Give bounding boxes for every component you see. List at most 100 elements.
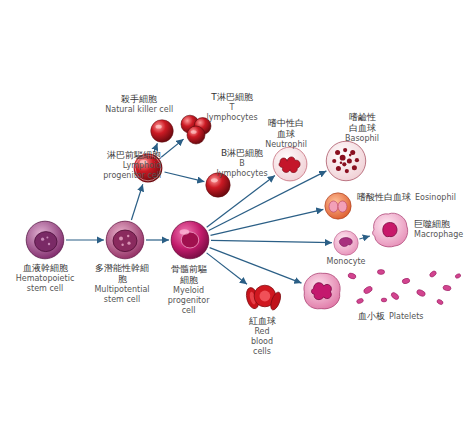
cell-label: 多潛能性幹細胞Multipotential stem cell <box>94 263 149 305</box>
differentiation-arrow <box>207 253 247 284</box>
neutrophil: 嗜中性白血球Neutrophil <box>272 146 308 182</box>
english-name: Macrophage <box>414 230 463 240</box>
drawing-part <box>383 222 397 236</box>
drawing-part <box>347 272 356 280</box>
chinese-name: T淋巴細胞 <box>206 92 257 103</box>
drawing-part <box>187 126 205 144</box>
cell-label: 殺手細胞Natural killer cell <box>105 94 173 115</box>
multipotential-stem-cell: 多潛能性幹細胞Multipotential stem cell <box>105 220 145 260</box>
cell-label: 巨噬細胞Macrophage <box>414 219 463 240</box>
chinese-name: B淋巴細胞 <box>216 148 267 159</box>
drawing-part <box>312 283 332 300</box>
english-name: Platelets <box>389 312 423 322</box>
drawing-part <box>156 125 162 129</box>
red-blood-cells: 紅血球Red blood cells <box>244 278 280 314</box>
drawing-part <box>41 238 44 241</box>
drawing-part <box>121 244 123 246</box>
english-name: Eosinophil <box>415 193 456 203</box>
drawing-part <box>373 213 408 247</box>
eosinophil-illustration <box>324 192 352 220</box>
chinese-name: 嗜酸性白血球 <box>357 192 411 203</box>
chinese-name: 紅血球 <box>244 316 280 327</box>
drawing-part <box>304 273 340 309</box>
differentiation-arrow <box>211 240 332 242</box>
basophil-illustration <box>325 140 367 182</box>
chinese-name: 殺手細胞 <box>105 94 173 105</box>
platelet-particles <box>347 270 461 306</box>
drawing-part <box>402 278 411 285</box>
english-name: Lymphoid progenitor cell <box>89 161 161 181</box>
drawing-part <box>119 236 123 240</box>
drawing-part <box>325 193 351 219</box>
cell-label: 嗜酸性白血球 Eosinophil <box>357 192 460 203</box>
drawing-part <box>443 285 452 292</box>
macrophage-illustration <box>370 210 410 250</box>
cell-label: 血液幹細胞Hematopoietic stem cell <box>16 263 75 294</box>
drawing-part <box>48 243 50 245</box>
drawing-part <box>356 298 364 304</box>
macrophage: 巨噬細胞Macrophage <box>370 210 410 250</box>
english-name: B lymphocytes <box>216 159 267 179</box>
drawing-part <box>151 120 174 143</box>
hematopoietic-stem-cell: 血液幹細胞Hematopoietic stem cell <box>25 220 65 260</box>
cell-label: 紅血球Red blood cells <box>244 316 280 357</box>
drawing-part <box>390 291 400 300</box>
drawing-part <box>171 221 209 259</box>
t-lymphocyte: T淋巴細胞T lymphocytes <box>181 114 211 144</box>
cell-label: 嗜中性白血球Neutrophil <box>264 118 308 150</box>
drawing-part <box>363 285 374 294</box>
cell-label: 嗜鹼性白血球Basophil <box>345 112 379 144</box>
drawing-part <box>332 148 359 173</box>
chinese-name: 嗜鹼性白血球 <box>345 112 379 134</box>
drawing-part <box>336 166 341 171</box>
differentiation-arrow <box>211 209 324 235</box>
drawing-part <box>211 178 218 182</box>
drawing-part <box>106 221 144 259</box>
drawing-part <box>334 231 358 255</box>
english-name: Hematopoietic stem cell <box>16 274 75 294</box>
drawing-part <box>455 273 462 279</box>
drawing-part <box>259 291 270 302</box>
drawing-part <box>377 270 384 275</box>
cell-label: B淋巴細胞B lymphocytes <box>216 148 267 179</box>
drawing-part <box>343 148 347 152</box>
drawing-part <box>352 165 357 170</box>
drawing-part <box>46 237 48 239</box>
drawing-part <box>113 230 137 252</box>
chinese-name: 骨髓前驅細胞 <box>167 264 210 286</box>
english-name: Monocyte <box>327 257 366 267</box>
red-blood-cell-illustration <box>244 278 280 314</box>
drawing-part <box>429 270 437 278</box>
english-name: Natural killer cell <box>105 105 173 115</box>
drawing-part <box>436 299 444 306</box>
drawing-part <box>416 289 426 298</box>
monocyte: Monocyte <box>333 230 359 256</box>
myeloid-progenitor-cell: 骨髓前驅細胞Myeloid progenitor cell <box>170 220 210 260</box>
differentiation-arrow <box>146 239 169 240</box>
drawing-part <box>329 201 338 212</box>
drawing-part <box>339 238 352 247</box>
chinese-name: 巨噬細胞 <box>414 219 463 230</box>
differentiation-arrow <box>66 239 104 240</box>
b-lymphocyte: B淋巴細胞B lymphocytes <box>205 172 231 198</box>
cell-label: 淋巴前驅細胞Lymphoid progenitor cell <box>89 150 161 181</box>
drawing-part <box>279 157 300 173</box>
drawing-part <box>335 150 340 155</box>
stem-cell-illustration <box>105 220 145 260</box>
cell-label: 血小板Platelets <box>358 311 427 322</box>
drawing-part <box>340 155 346 161</box>
drawing-part <box>191 130 197 134</box>
drawing-part <box>269 291 283 311</box>
basophil: 嗜鹼性白血球Basophil <box>325 140 367 182</box>
drawing-part <box>127 235 129 237</box>
drawing-part <box>345 169 349 173</box>
stem-cell-illustration <box>25 220 65 260</box>
drawing-part <box>273 147 307 181</box>
english-name: Red blood cells <box>244 327 280 357</box>
lymphocyte-illustration <box>150 119 174 143</box>
cell-label: 骨髓前驅細胞Myeloid progenitor cell <box>167 264 210 316</box>
megakaryocyte-illustration <box>301 270 343 312</box>
drawing-part <box>347 158 352 163</box>
drawing-part <box>349 154 352 157</box>
drawing-part <box>35 232 57 252</box>
